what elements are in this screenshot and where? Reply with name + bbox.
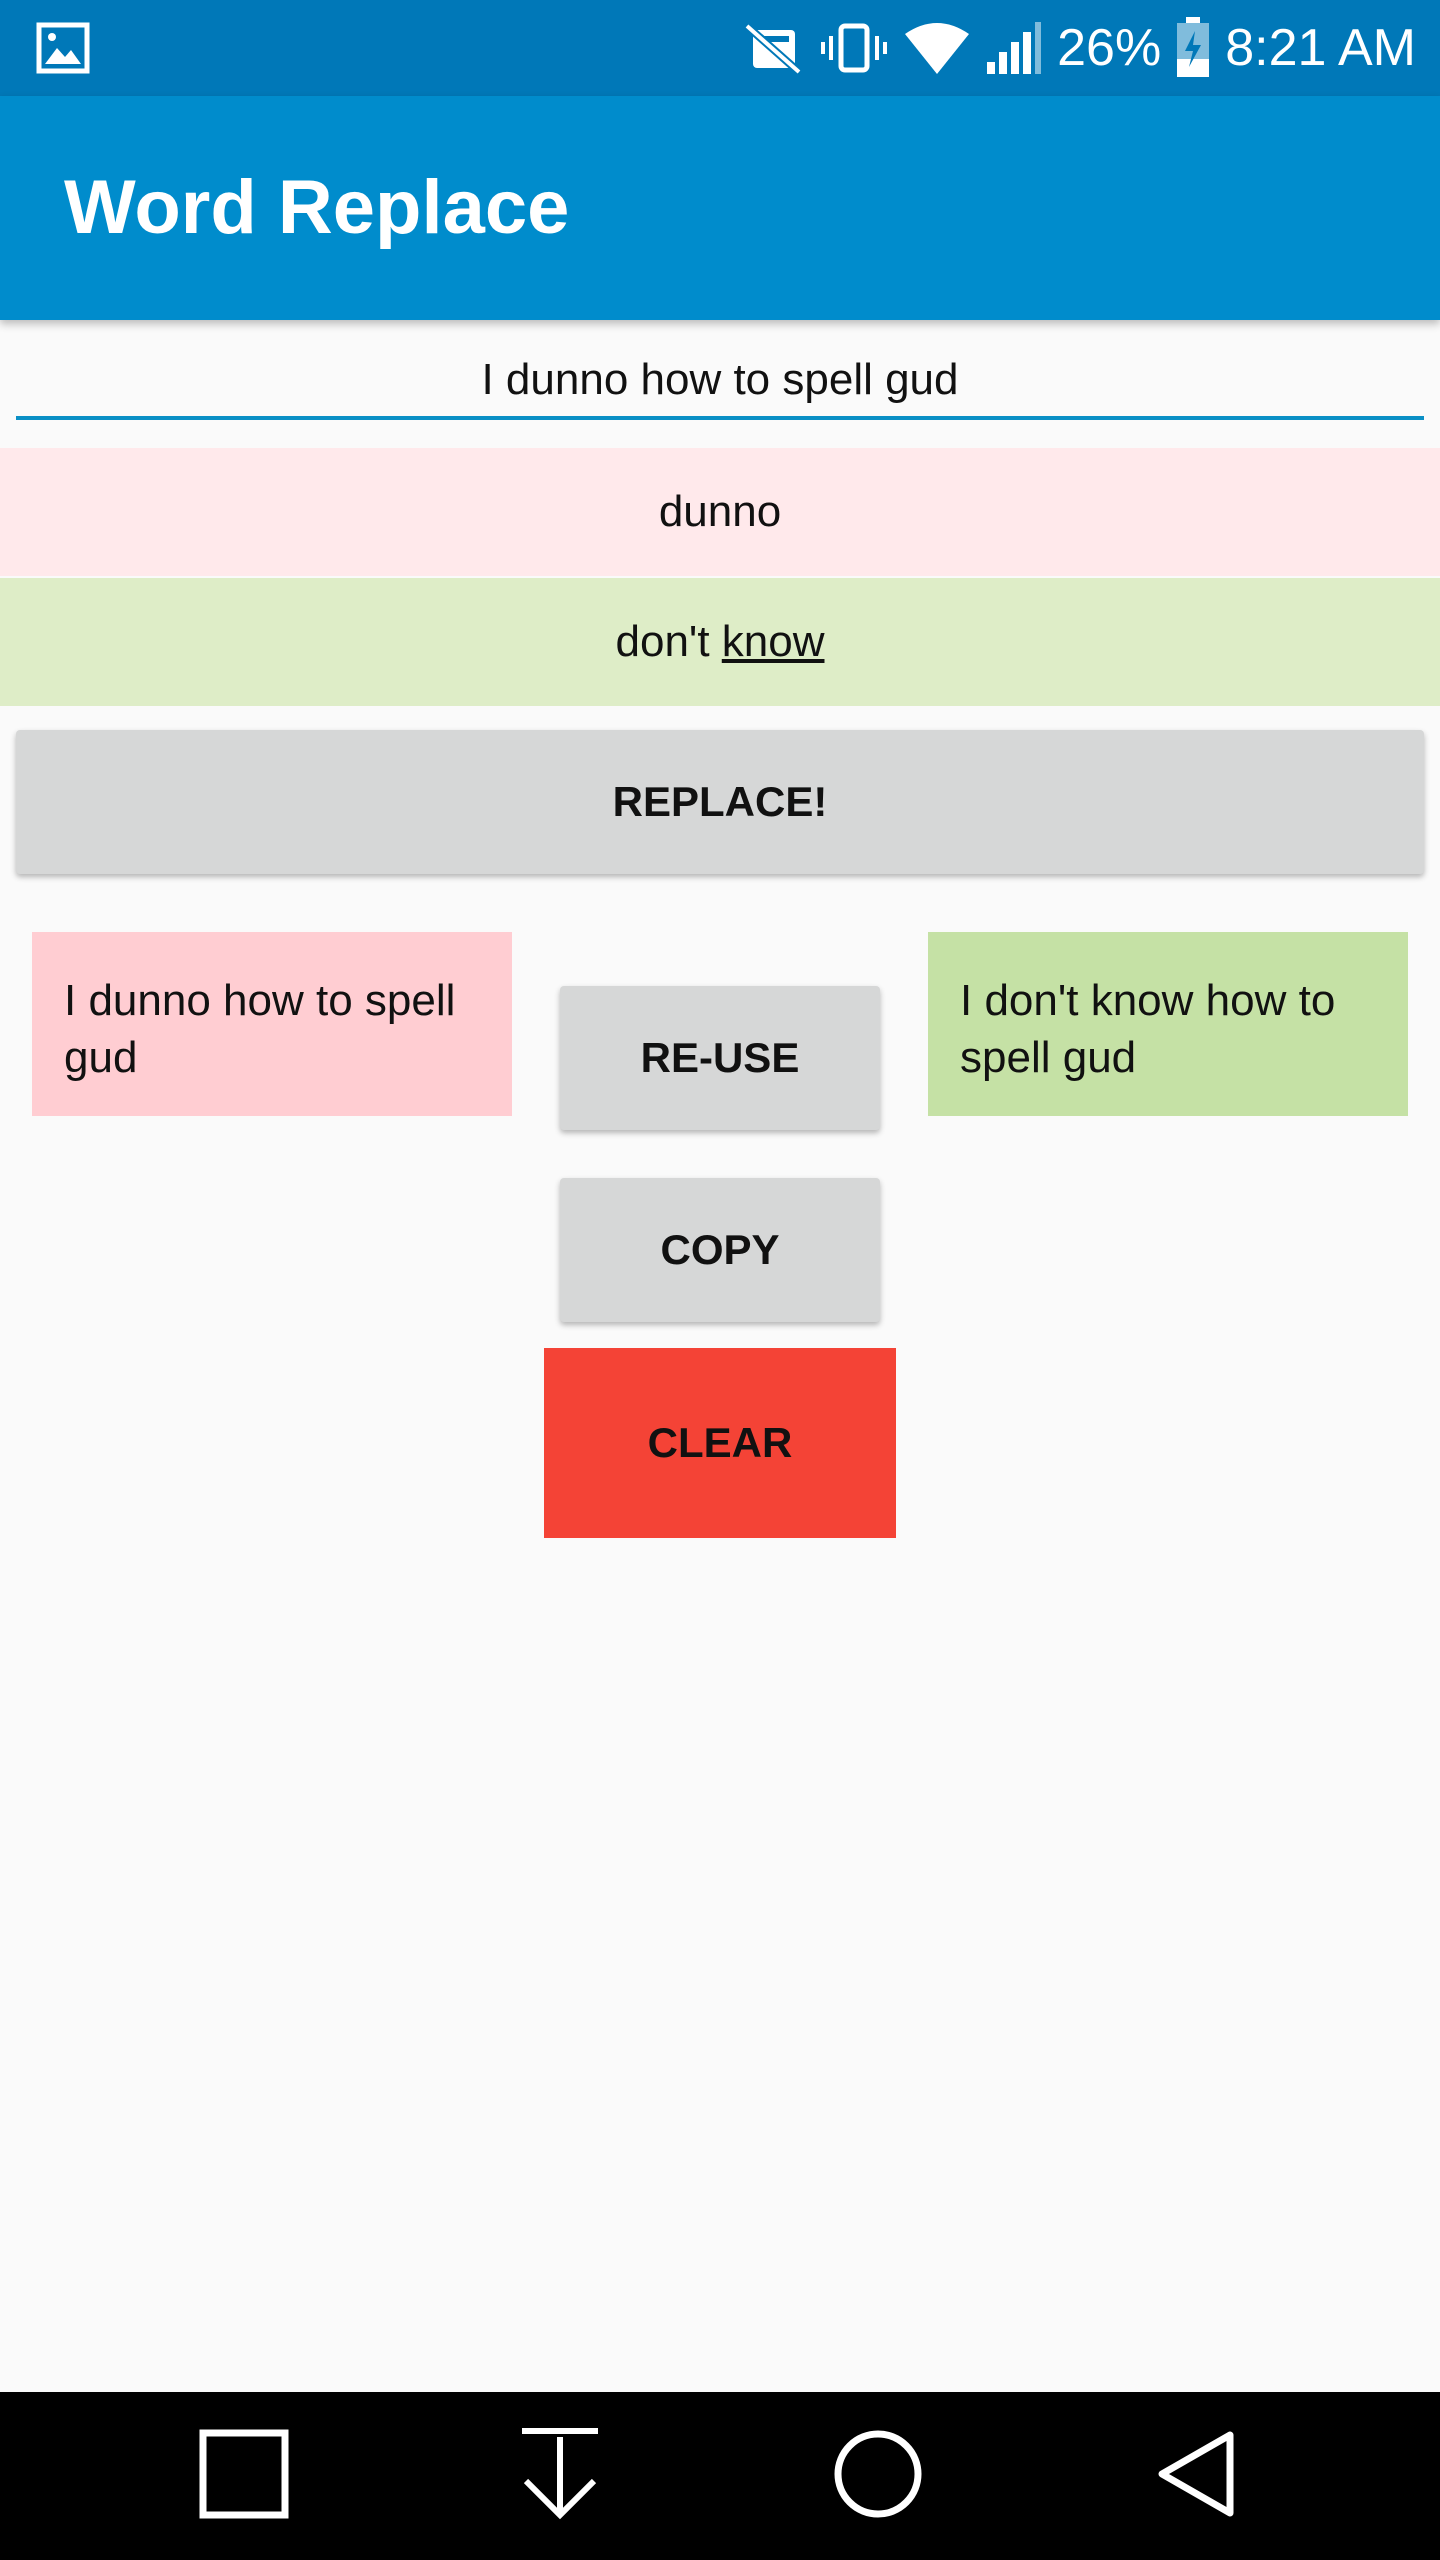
notification-pull-button[interactable] — [480, 2392, 640, 2560]
back-icon — [1156, 2429, 1236, 2524]
navigation-bar — [0, 2392, 1440, 2560]
copy-button[interactable]: COPY — [560, 1178, 880, 1322]
replacement-word-field[interactable]: don't know — [0, 578, 1440, 706]
recents-button[interactable] — [164, 2392, 324, 2560]
reuse-button[interactable]: RE-USE — [560, 986, 880, 1130]
image-icon — [36, 22, 90, 74]
back-button[interactable] — [1116, 2392, 1276, 2560]
replacement-word-text: don't know — [615, 617, 825, 666]
find-word-text: dunno — [658, 487, 782, 536]
notification-pull-icon — [520, 2427, 600, 2526]
battery-percent: 26% — [1057, 19, 1162, 77]
clear-button[interactable]: CLEAR — [544, 1348, 896, 1538]
signal-icon — [985, 20, 1043, 76]
result-text: I don't know how to spell gud — [960, 976, 1336, 1082]
vibrate-icon — [819, 20, 889, 76]
replacement-word-underlined: know — [721, 617, 825, 666]
find-word-field[interactable]: dunno — [0, 448, 1440, 576]
replace-button[interactable]: REPLACE! — [16, 730, 1424, 874]
battery-charging-icon — [1175, 17, 1211, 79]
sentence-input[interactable] — [16, 344, 1424, 420]
home-icon — [833, 2429, 923, 2524]
original-text: I dunno how to spell gud — [64, 976, 456, 1082]
wifi-icon — [903, 20, 971, 76]
no-sim-icon — [743, 20, 805, 76]
original-text-box: I dunno how to spell gud — [32, 932, 512, 1116]
home-button[interactable] — [798, 2392, 958, 2560]
status-icons: 26% 8:21 AM — [743, 0, 1416, 96]
app-title: Word Replace — [64, 165, 570, 250]
clock: 8:21 AM — [1225, 19, 1416, 77]
recents-icon — [199, 2429, 289, 2524]
app-bar — [0, 96, 1440, 320]
result-text-box: I don't know how to spell gud — [928, 932, 1408, 1116]
